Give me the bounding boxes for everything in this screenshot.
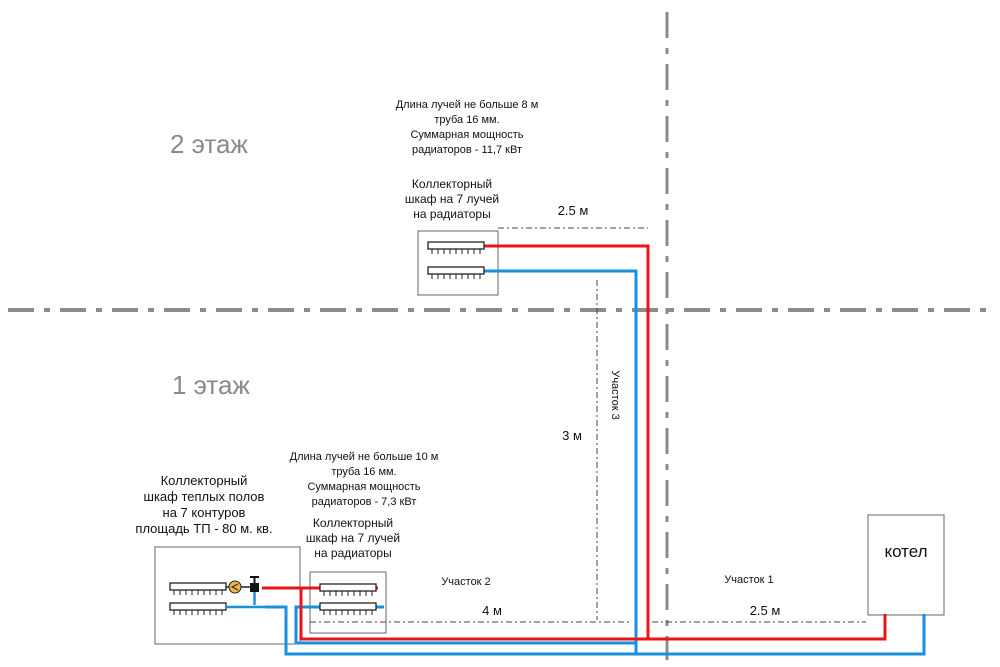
svg-text:Суммарная мощность: Суммарная мощность (307, 481, 420, 493)
svg-text:Коллекторный: Коллекторный (412, 177, 492, 191)
floor-2-note: Длина лучей не больше 8 м труба 16 мм. С… (396, 99, 539, 156)
section-3-label: Участок 3 (609, 370, 621, 419)
svg-text:Коллекторный: Коллекторный (161, 473, 248, 488)
floor-2-supply-manifold (427, 241, 485, 254)
svg-text:2.5 м: 2.5 м (558, 203, 589, 218)
floor-2-cabinet-label: Коллекторный шкаф на 7 лучей на радиатор… (405, 177, 499, 221)
svg-text:шкаф теплых полов: шкаф теплых полов (144, 489, 265, 504)
svg-text:на радиаторы: на радиаторы (314, 546, 391, 560)
dimension-bottom-right: 2.5 м (652, 603, 866, 623)
svg-text:труба 16 мм.: труба 16 мм. (434, 114, 499, 126)
underfloor-cabinet-box (154, 546, 301, 645)
svg-text:труба 16 мм.: труба 16 мм. (331, 466, 396, 478)
svg-text:Участок 3: Участок 3 (609, 370, 621, 419)
svg-text:Суммарная мощность: Суммарная мощность (410, 129, 523, 141)
dimension-vertical: 3 м (562, 280, 598, 620)
floor-1-return-manifold (319, 602, 377, 615)
floor-2-return-manifold (427, 266, 485, 279)
svg-text:на радиаторы: на радиаторы (413, 207, 490, 221)
dimension-bottom-left: 4 м (310, 603, 630, 623)
floor-2-label: 2 этаж (170, 129, 248, 159)
svg-text:3 м: 3 м (562, 428, 582, 443)
floor-1-label: 1 этаж (172, 370, 250, 400)
svg-text:радиаторов - 7,3 кВт: радиаторов - 7,3 кВт (312, 496, 417, 508)
svg-text:Длина лучей не больше 8 м: Длина лучей не больше 8 м (396, 99, 539, 111)
svg-text:шкаф на 7 лучей: шкаф на 7 лучей (306, 531, 400, 545)
underfloor-cabinet-label: Коллекторный шкаф теплых полов на 7 конт… (135, 473, 272, 536)
floor-1-cabinet-label: Коллекторный шкаф на 7 лучей на радиатор… (306, 516, 400, 560)
boiler-box (867, 514, 945, 616)
boiler-label: котел (884, 542, 927, 561)
svg-text:4 м: 4 м (482, 603, 502, 618)
floor-1-supply-manifold (319, 583, 377, 596)
svg-text:радиаторов - 11,7 кВт: радиаторов - 11,7 кВт (412, 144, 522, 156)
svg-text:Длина лучей не больше 10 м: Длина лучей не больше 10 м (290, 451, 439, 463)
svg-text:площадь ТП - 80 м. кв.: площадь ТП - 80 м. кв. (135, 521, 272, 536)
section-2-label: Участок 2 (441, 576, 490, 588)
mixing-valve-icon (226, 576, 266, 609)
svg-text:на 7 контуров: на 7 контуров (163, 505, 246, 520)
floor-1-note: Длина лучей не больше 10 м труба 16 мм. … (290, 451, 439, 508)
svg-text:2.5 м: 2.5 м (750, 603, 781, 618)
svg-text:шкаф на 7 лучей: шкаф на 7 лучей (405, 192, 499, 206)
svg-text:Коллекторный: Коллекторный (313, 516, 393, 530)
section-1-label: Участок 1 (724, 574, 773, 586)
floor-2-cabinet-box (417, 230, 499, 296)
pump-icon (226, 580, 250, 594)
dimension-top: 2.5 м (498, 203, 648, 229)
